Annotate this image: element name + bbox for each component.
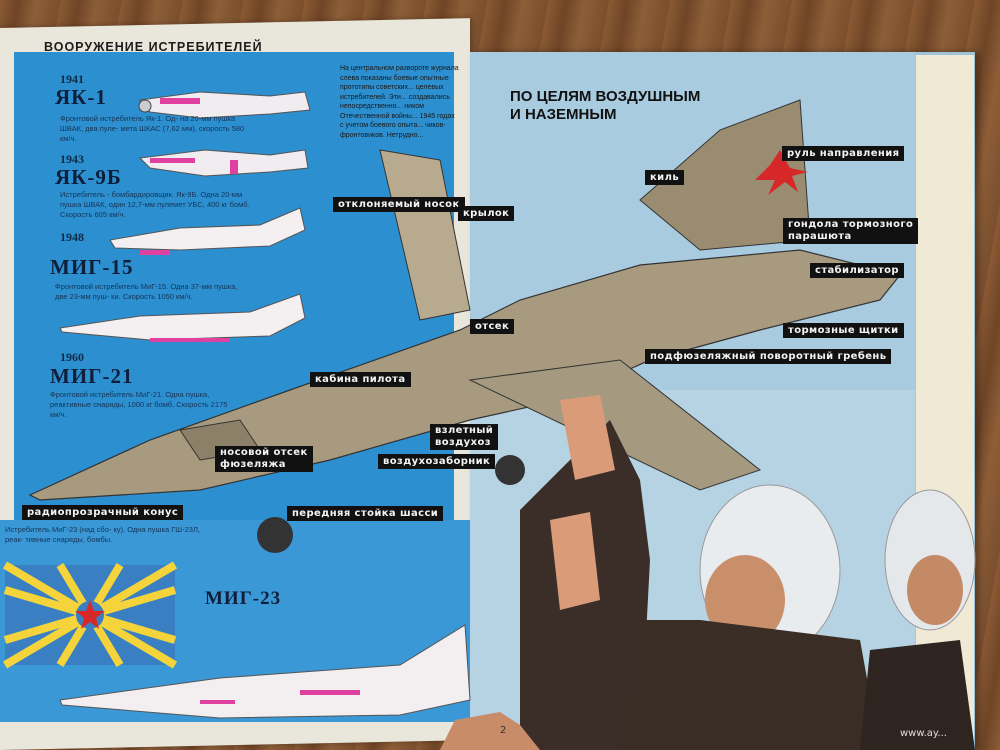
yak9b-illustration	[138, 149, 309, 177]
label-radome: радиопрозрачный конус	[22, 505, 184, 520]
label-takeoff-intake-line-2: воздухоз	[435, 437, 491, 448]
label-deflected-nose: отклоняемый носок	[333, 197, 465, 212]
desc-mig21: Фронтовой истребитель МиГ-21. Одна пушка…	[50, 390, 228, 419]
model-mig15: МИГ-15	[50, 255, 134, 279]
label-compartment: отсек	[470, 319, 515, 334]
label-wing: крылок	[458, 206, 515, 221]
intro-text: На центральном развороте журнала слева п…	[340, 65, 459, 139]
desc-mig23: Истребитель МиГ-23 (над сбо- ку). Одна п…	[5, 525, 200, 544]
watermark: www.ay...	[900, 728, 947, 739]
year-yak1: 1941	[60, 72, 84, 86]
label-nil: киль	[645, 170, 685, 185]
headline-line-1: ПО ЦЕЛЯМ ВОЗДУШНЫМ	[510, 88, 701, 105]
headline-line-2: И НАЗЕМНЫМ	[510, 106, 617, 123]
pilots-photo	[520, 395, 976, 750]
label-nose-gear: передняя стойка шасси	[287, 506, 444, 521]
page-edge	[915, 55, 974, 750]
headline: ПО ЦЕЛЯМ ВОЗДУШНЫМ И НАЗЕМНЫМ	[510, 88, 700, 124]
label-brake-flaps: тормозные щитки	[783, 323, 904, 338]
label-nose-compartment-line-2: фюзеляжа	[220, 459, 286, 470]
model-yak1: ЯК-1	[55, 85, 107, 109]
label-brake-chute: гондола тормозного парашюта	[783, 218, 919, 244]
model-mig21: МИГ-21	[50, 364, 134, 388]
model-yak9b: ЯК-9Б	[55, 165, 122, 189]
hand-photo	[440, 712, 540, 750]
label-rudder: руль направления	[782, 146, 905, 161]
label-brake-chute-line-1: гондола тормозного	[788, 219, 914, 230]
label-cockpit: кабина пилота	[310, 372, 411, 387]
label-nose-compartment-line-1: носовой отсек	[220, 447, 308, 458]
label-brake-chute-line-2: парашюта	[788, 231, 852, 242]
desc-mig15: Фронтовой истребитель МиГ-15. Одна 37-мм…	[55, 282, 238, 301]
page-number: 2	[500, 725, 507, 736]
air-force-flag	[2, 561, 178, 669]
mig23-title: МИГ-23	[205, 588, 282, 609]
mig23-plan-illustration	[59, 624, 471, 719]
label-ventral-fin: подфюзеляжный поворотный гребень	[645, 349, 892, 364]
desc-yak9b: Истребитель - бомбардировщик. Як-9Б. Одн…	[60, 190, 250, 219]
mig15-illustration	[109, 207, 306, 255]
section-title: ВООРУЖЕНИЕ ИСТРЕБИТЕЛЕЙ	[44, 40, 263, 54]
label-nose-compartment: носовой отсек фюзеляжа	[215, 446, 313, 472]
label-stabilizer: стабилизатор	[810, 263, 904, 278]
desc-yak1: Фронтовой истребитель Як-1. Од- на 20-мм…	[60, 114, 245, 143]
yak1-illustration	[138, 91, 311, 119]
label-takeoff-intake-line-1: взлетный	[435, 425, 494, 436]
label-air-intake: воздухозаборник	[378, 454, 496, 469]
year-yak9b: 1943	[60, 152, 84, 166]
year-mig15: 1948	[60, 230, 84, 244]
year-mig21: 1960	[60, 350, 84, 364]
mig23-cutaway	[28, 99, 902, 553]
label-takeoff-intake: взлетный воздухоз	[430, 424, 499, 450]
mig21-illustration	[59, 293, 306, 342]
